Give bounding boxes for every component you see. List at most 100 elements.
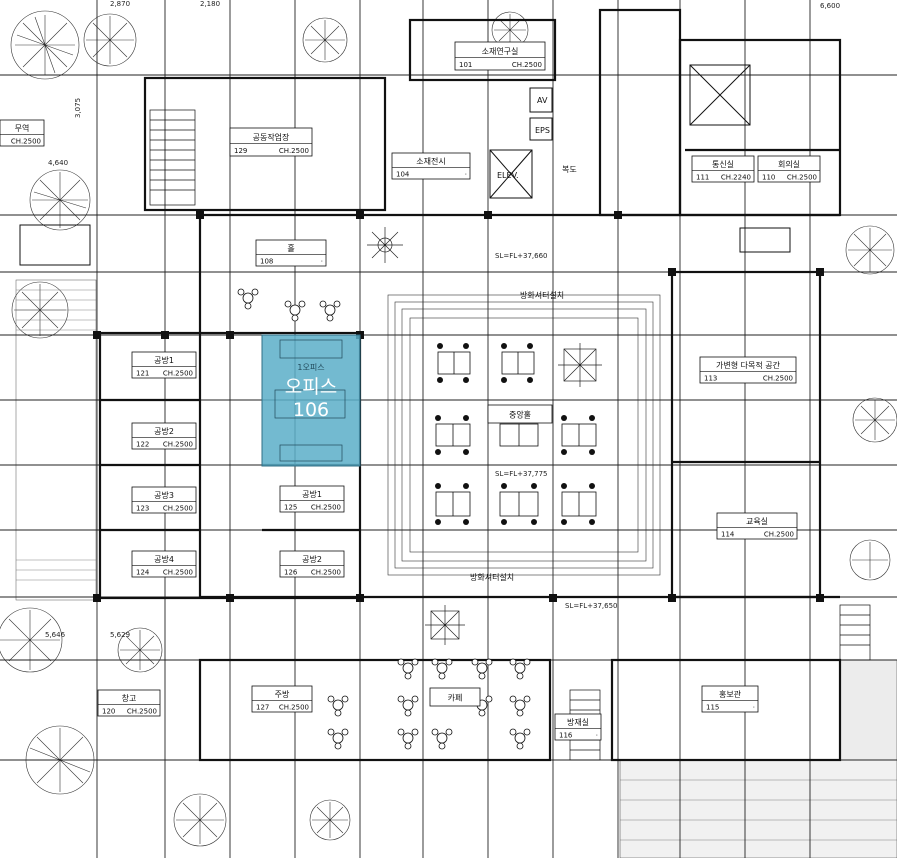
floor-level-label-1: SL=FL+37,660 (495, 252, 548, 260)
eps-label: EPS (535, 126, 550, 135)
room-tag-box (716, 512, 798, 540)
room-ceiling-height: CH.2240 (721, 173, 751, 181)
room-ceiling-height: CH.2500 (787, 173, 817, 181)
room-ceiling-height: CH.2500 (764, 530, 794, 538)
room-name: 카페 (448, 693, 463, 703)
room-tag-rcentral: 중앙홀 (487, 404, 553, 424)
floor-level-label-3: SL=FL+37,650 (565, 602, 618, 610)
office-desk-2 (274, 389, 346, 419)
room-ceiling-height: CH.2500 (127, 707, 157, 715)
stairs (149, 109, 871, 761)
room-tag-box (701, 685, 759, 713)
atrium-chairs (435, 343, 595, 525)
room-tag-box (429, 687, 481, 707)
room-name: 회의실 (778, 159, 800, 169)
dimension-label-6: 2,180 (200, 0, 220, 8)
room-tag-box (554, 713, 602, 741)
room-name: 창고 (122, 694, 137, 703)
room-name: 홍보관 (719, 689, 742, 699)
room-name: 소재연구실 (482, 46, 519, 56)
room-tag-r123: 공방3 123 CH.2500 (131, 486, 197, 514)
office-106-number: 106 (293, 399, 329, 421)
room-name: 주방 (275, 689, 290, 699)
room-ceiling-height: CH.2500 (311, 568, 341, 576)
room-name: 홀 (287, 243, 294, 253)
office-desk-3 (279, 444, 343, 462)
room-ceiling-height: · (321, 257, 323, 265)
room-ceiling-height: CH.2500 (163, 504, 193, 512)
office-106-highlight[interactable]: 1오피스 오피스 106 (261, 334, 361, 467)
room-name: 가변형 다목적 공간 (716, 360, 781, 370)
room-number: 125 (284, 503, 297, 511)
room-name: 중앙홀 (509, 410, 531, 420)
office-106-tag: 1오피스 (297, 363, 324, 372)
room-name: 공방2 (154, 426, 174, 436)
office-106-area[interactable] (261, 334, 361, 467)
room-ceiling-height: CH.2500 (11, 137, 41, 145)
room-name: 방재실 (567, 717, 589, 727)
room-ceiling-height: CH.2500 (163, 568, 193, 576)
room-name: 공방3 (154, 490, 174, 500)
room-tag-box (391, 152, 471, 180)
room-tag-box (699, 356, 797, 384)
dimension-label-7: 6,600 (820, 2, 840, 10)
room-tag-box (131, 550, 197, 578)
room-tag-box (251, 685, 313, 713)
room-tag-box (131, 351, 197, 379)
room-number: 124 (136, 568, 150, 576)
room-tag-box (97, 689, 161, 717)
office-desk-1 (279, 339, 343, 359)
room-number: 129 (234, 147, 247, 155)
room-number: 104 (396, 170, 410, 178)
room-tag-box (229, 127, 313, 157)
room-ceiling-height: CH.2500 (311, 503, 341, 511)
room-number: 123 (136, 504, 149, 512)
room-name: 교육실 (746, 516, 768, 526)
paving-hatch (15, 279, 897, 858)
dimension-label-4: 5,629 (110, 631, 130, 639)
room-tag-box (131, 422, 197, 450)
room-ceiling-height: CH.2500 (279, 703, 309, 711)
room-number: 108 (260, 257, 273, 265)
cafe-furniture (237, 288, 531, 750)
room-ceiling-height: CH.2500 (163, 369, 193, 377)
room-tag-box (691, 155, 755, 183)
room-name: 공방2 (302, 554, 322, 564)
atrium-frame (387, 294, 661, 576)
room-ceiling-height: · (465, 170, 467, 178)
dimension-label-1: 4,640 (48, 159, 68, 167)
room-number: 122 (136, 440, 149, 448)
room-name: 공동작업장 (253, 132, 290, 142)
room-tag-box (487, 404, 553, 424)
room-ceiling-height: CH.2500 (279, 147, 309, 155)
av-label: AV (537, 96, 548, 105)
room-number: 110 (762, 173, 775, 181)
room-tag-rcafe: 카페 (429, 687, 481, 707)
room-number: 126 (284, 568, 298, 576)
room-name: 무역 (15, 123, 30, 133)
plant-symbols (367, 227, 602, 645)
room-number: 114 (721, 530, 735, 538)
dimension-label-3: 5,646 (45, 631, 66, 639)
room-tag-rwarehouse: 무역 CH.2500 (0, 119, 45, 147)
room-name: 통신실 (712, 159, 734, 169)
room-tag-box (279, 550, 345, 578)
room-number: 121 (136, 369, 149, 377)
room-tag-box (131, 486, 197, 514)
corridor-label: 복도 (562, 165, 577, 174)
room-ceiling-height: CH.2500 (763, 374, 793, 382)
room-ceiling-height: CH.2500 (512, 61, 542, 69)
walkway-lines (16, 289, 897, 841)
